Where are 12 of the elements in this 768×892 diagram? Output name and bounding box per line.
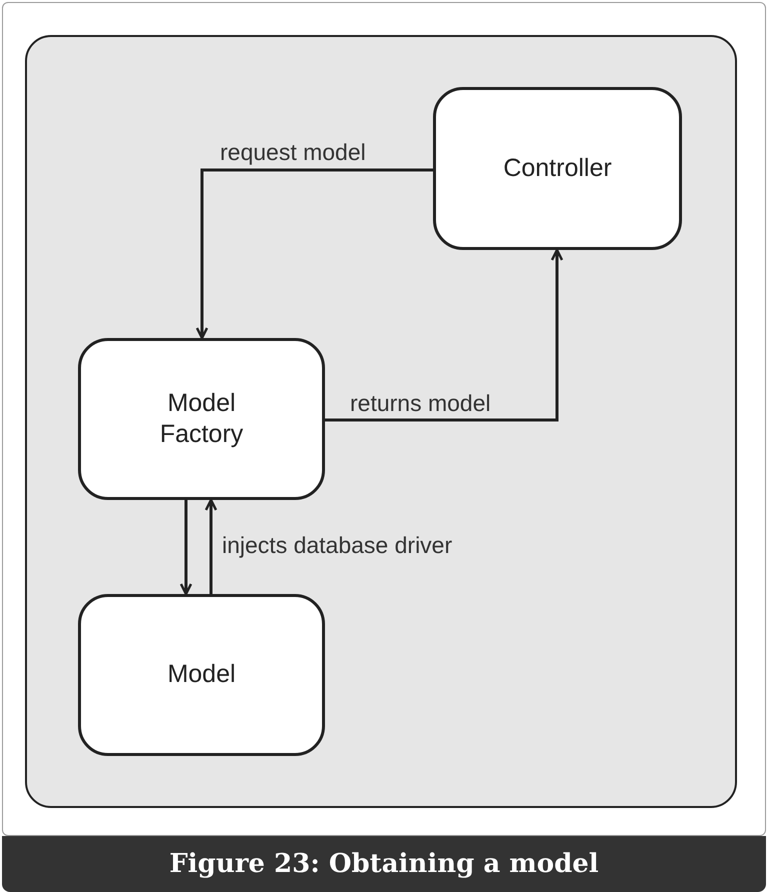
box-label: Model bbox=[166, 659, 237, 690]
arrow bbox=[180, 500, 192, 596]
arrow bbox=[204, 498, 218, 594]
box-label: Model Factory bbox=[158, 388, 244, 450]
box-label: Controller bbox=[502, 152, 613, 184]
arrow bbox=[325, 248, 564, 422]
process-box bbox=[78, 338, 325, 500]
arrow bbox=[196, 168, 433, 340]
background-panel bbox=[25, 35, 737, 808]
process-box bbox=[433, 87, 682, 250]
figure-caption: Figure 23: Obtaining a model bbox=[169, 849, 599, 879]
process-box bbox=[78, 594, 325, 756]
